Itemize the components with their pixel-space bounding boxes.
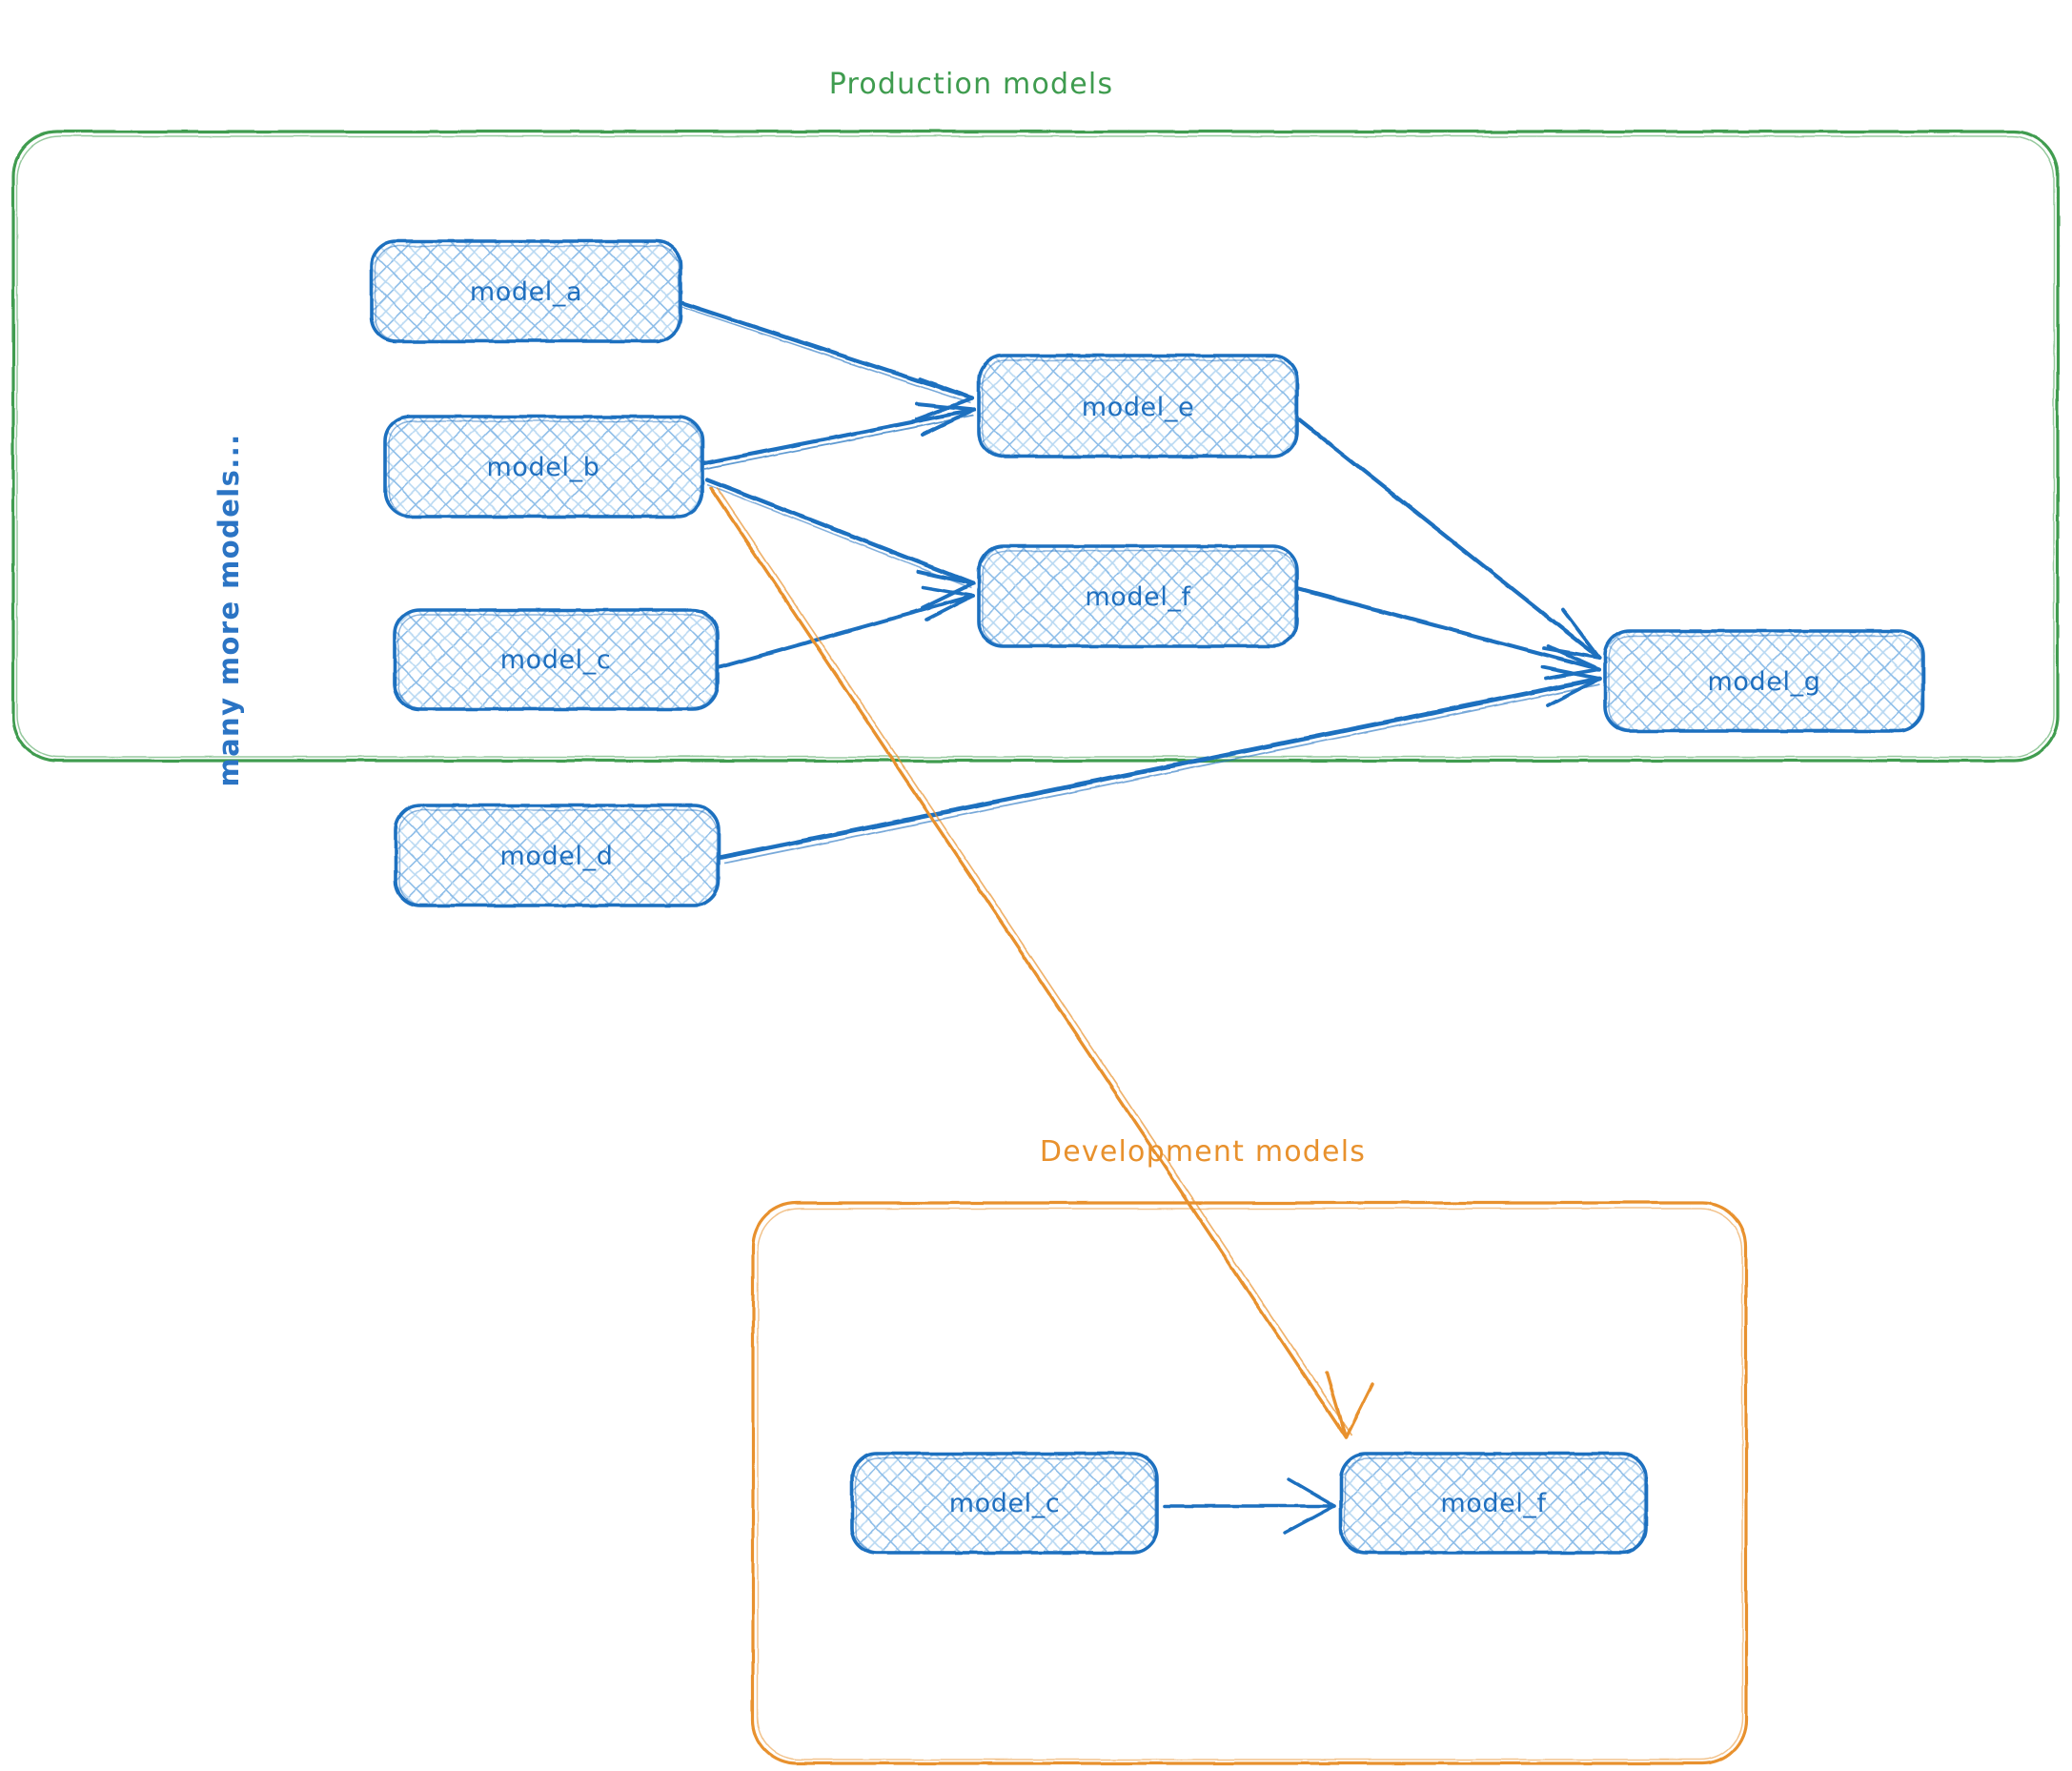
edge-d-to-g xyxy=(718,665,1602,865)
node-prod-model-g[interactable]: model_g xyxy=(1603,629,1925,733)
edge-a-to-e xyxy=(680,300,975,421)
production-container-border xyxy=(11,130,2060,763)
node-prod-model-e[interactable]: model_e xyxy=(977,354,1299,458)
node-prod-model-c[interactable]: model_c xyxy=(393,608,720,711)
edge-c-to-f xyxy=(718,585,975,669)
production-group-title: Production models xyxy=(829,68,1114,101)
nodes-layer: model_a model_b model_c xyxy=(370,239,1925,1555)
node-label-dev-model-c: model_c xyxy=(949,1489,1061,1518)
many-more-models-label-group: many more models... xyxy=(213,433,245,786)
development-container-border-echo xyxy=(757,1208,1743,1761)
node-label-prod-model-c: model_c xyxy=(500,645,612,675)
node-label-prod-model-e: model_e xyxy=(1082,393,1194,422)
edge-f-to-g xyxy=(1296,586,1602,681)
node-label-prod-model-f: model_f xyxy=(1085,582,1191,612)
node-dev-model-c[interactable]: model_c xyxy=(850,1452,1159,1555)
node-label-prod-model-b: model_b xyxy=(487,453,600,482)
production-container-border-echo xyxy=(16,135,2055,758)
edge-b-to-devf xyxy=(709,486,1374,1439)
node-prod-model-d[interactable]: model_d xyxy=(394,804,721,907)
development-container-border xyxy=(751,1201,1748,1765)
edges-layer xyxy=(680,300,1602,1535)
node-prod-model-a[interactable]: model_a xyxy=(370,239,682,343)
node-label-prod-model-a: model_a xyxy=(470,277,582,307)
edge-devc-to-devf xyxy=(1163,1477,1336,1535)
node-dev-model-f[interactable]: model_f xyxy=(1339,1452,1648,1555)
node-label-prod-model-g: model_g xyxy=(1708,667,1821,697)
group-production: Production models xyxy=(11,68,2060,763)
edge-b-to-f xyxy=(704,477,976,610)
node-prod-model-f[interactable]: model_f xyxy=(977,544,1299,648)
many-more-models-label: many more models... xyxy=(213,433,245,786)
node-label-dev-model-f: model_f xyxy=(1440,1489,1547,1518)
edge-e-to-g xyxy=(1296,417,1602,661)
group-development: Development models xyxy=(751,1135,1748,1765)
node-prod-model-b[interactable]: model_b xyxy=(383,415,704,519)
node-label-prod-model-d: model_d xyxy=(500,842,614,871)
edge-b-to-e xyxy=(701,402,977,470)
development-group-title: Development models xyxy=(1040,1135,1366,1169)
